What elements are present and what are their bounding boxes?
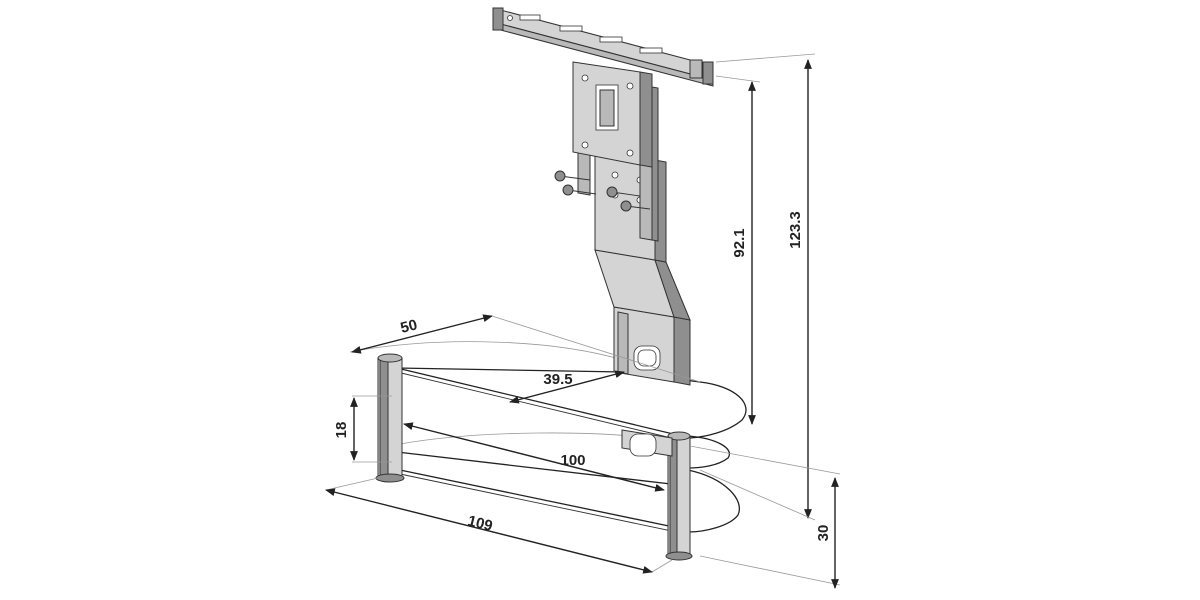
label-height-total: 123.3 [787, 211, 804, 249]
label-shelf-width: 100 [560, 452, 585, 469]
top-glass-shelf [396, 367, 747, 439]
label-shelf-depth: 39.5 [543, 371, 572, 388]
label-shelf-gap: 18 [333, 422, 350, 439]
tv-mount-plate [554, 61, 659, 242]
adjustment-knob [554, 170, 651, 212]
top-bracket [492, 7, 714, 87]
middle-glass-shelf [396, 451, 689, 487]
label-base-height: 30 [815, 525, 832, 542]
label-height-mount: 92.1 [731, 228, 748, 257]
left-post [375, 353, 405, 483]
right-post [665, 431, 693, 561]
label-depth: 50 [399, 316, 419, 337]
bottom-glass-shelf [399, 469, 689, 531]
dimension-lines [325, 53, 841, 589]
label-width-total: 109 [466, 512, 494, 535]
